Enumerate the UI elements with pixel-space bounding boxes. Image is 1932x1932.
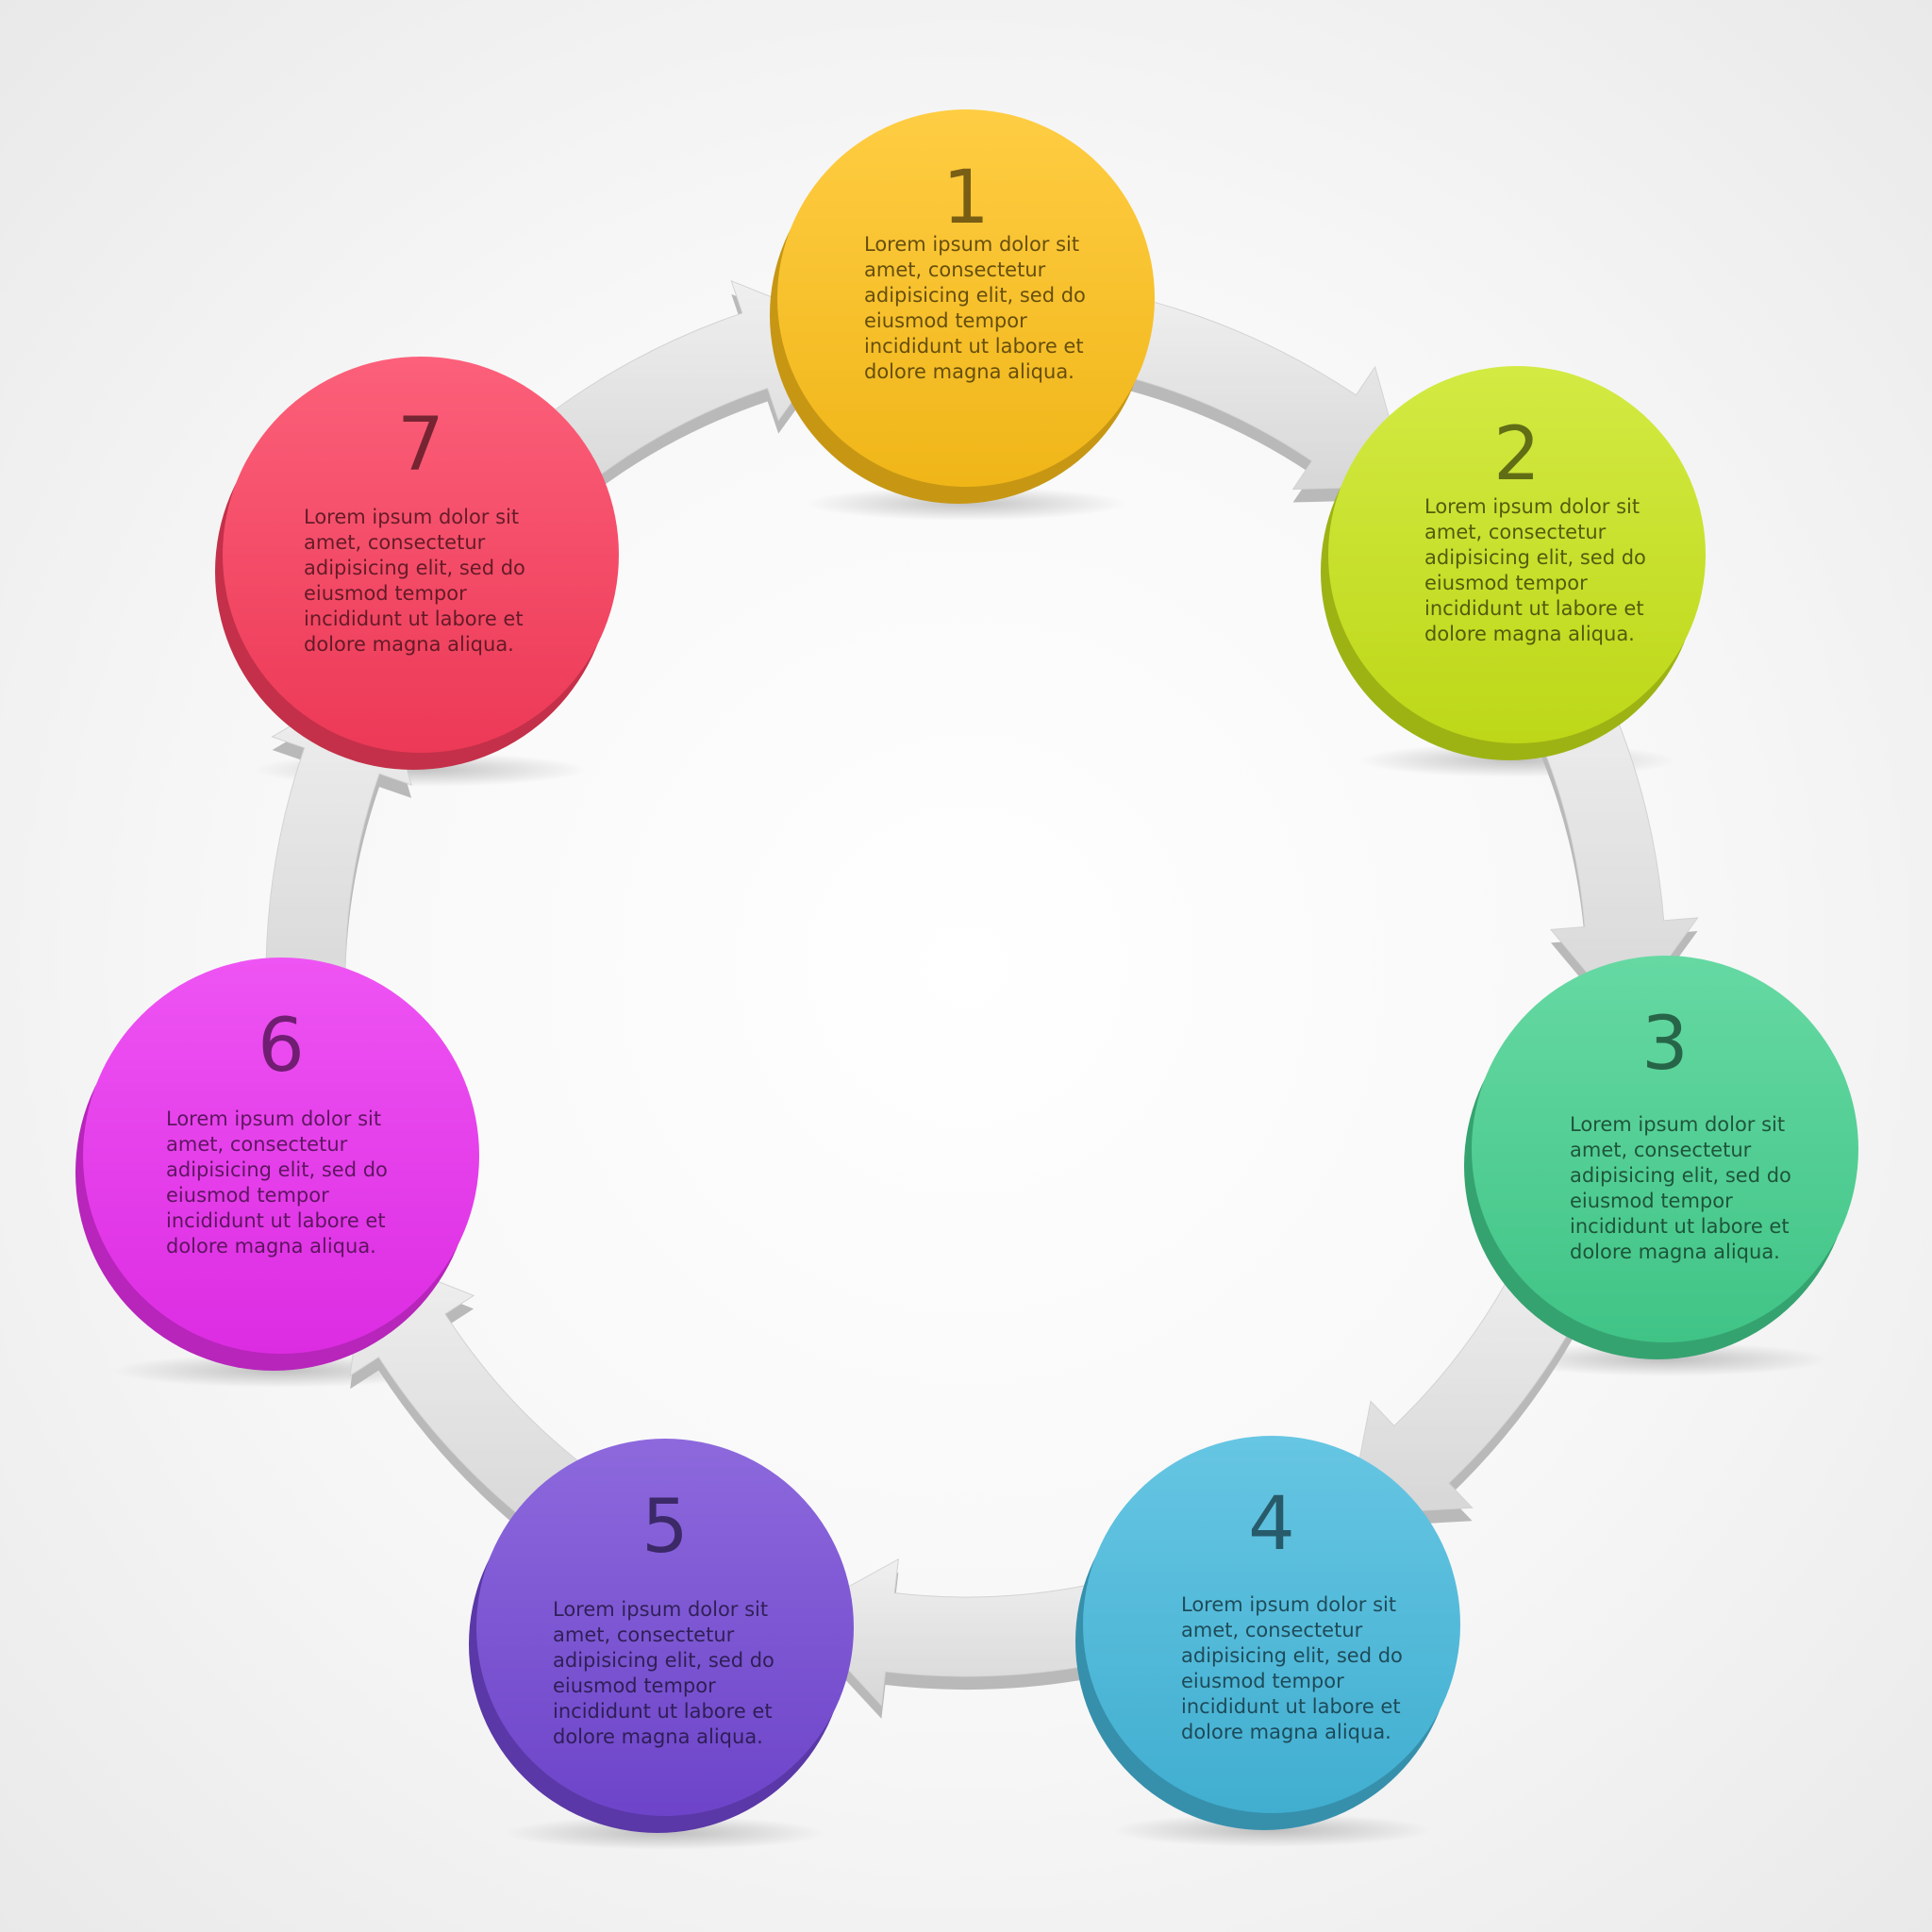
step-shadow [806,487,1126,521]
step-description-line: adipisicing elit, sed do [166,1158,388,1181]
step-4-circle [1083,1436,1460,1813]
step-description-line: amet, consectetur [864,258,1046,281]
step-description-line: eiusmod tempor [864,309,1027,332]
step-description-line: dolore magna aliqua. [864,360,1074,383]
step-description-line: eiusmod tempor [304,582,467,605]
step-5-circle [476,1439,854,1816]
step-description-line: eiusmod tempor [1424,572,1588,594]
step-description-line: amet, consectetur [1570,1139,1752,1161]
step-description-line: Lorem ipsum dolor sit [304,506,519,528]
step-description-line: incididunt ut labore et [1424,597,1644,620]
step-description-line: amet, consectetur [553,1624,735,1646]
step-description-line: amet, consectetur [1424,521,1607,543]
step-number: 1 [942,156,990,241]
step-description-line: eiusmod tempor [1570,1190,1733,1212]
step-number: 7 [397,403,444,488]
step-description-line: dolore magna aliqua. [553,1725,763,1748]
step-number: 5 [641,1485,689,1570]
step-description-line: adipisicing elit, sed do [864,284,1086,307]
step-7-circle [223,357,619,753]
step-description-line: incididunt ut labore et [1181,1695,1401,1718]
step-description: Lorem ipsum dolor sit amet, consectetur ad… [1424,495,1646,645]
step-number: 3 [1641,1002,1689,1087]
connector-arrows [265,279,1699,1719]
connector-arrow-tint [1090,291,1408,490]
step-number: 2 [1493,412,1541,497]
step-description-line: adipisicing elit, sed do [1570,1164,1791,1187]
step-description-line: adipisicing elit, sed do [304,557,525,579]
step-1-circle [777,109,1155,487]
step-description-line: eiusmod tempor [1181,1670,1344,1692]
step-description-line: incididunt ut labore et [1570,1215,1790,1238]
connector-arrow-tint [508,280,846,507]
step-description-line: Lorem ipsum dolor sit [553,1598,768,1621]
step-description-line: dolore magna aliqua. [1181,1721,1391,1743]
step-description-line: incididunt ut labore et [864,335,1084,358]
step-3-circle [1472,956,1858,1342]
step-number: 4 [1248,1482,1295,1567]
step-description-line: incididunt ut labore et [166,1209,386,1232]
step-description-line: incididunt ut labore et [553,1700,773,1723]
step-description-line: Lorem ipsum dolor sit [1424,495,1640,518]
step-description-line: dolore magna aliqua. [1570,1241,1780,1263]
step-shadow [505,1816,825,1850]
step-description-line: amet, consectetur [304,531,486,554]
step-description-line: eiusmod tempor [553,1674,716,1697]
step-description-line: incididunt ut labore et [304,608,524,630]
step-description-line: dolore magna aliqua. [304,633,514,656]
step-description-line: adipisicing elit, sed do [1424,546,1646,569]
step-description-line: dolore magna aliqua. [166,1235,376,1257]
connector-arrow-tint [1523,668,1698,1019]
step-description-line: amet, consectetur [166,1133,348,1156]
step-description: Lorem ipsum dolor sit amet, consectetur ad… [304,506,525,656]
step-number: 6 [258,1004,305,1089]
step-description-line: adipisicing elit, sed do [553,1649,774,1672]
step-shadow [1500,1342,1830,1376]
step-description: Lorem ipsum dolor sit amet, consectetur ad… [1181,1593,1403,1743]
step-shadow [1111,1813,1432,1847]
step-6-circle [83,958,479,1354]
step-description-line: dolore magna aliqua. [1424,623,1635,645]
step-description-line: Lorem ipsum dolor sit [864,233,1079,256]
step-description-line: eiusmod tempor [166,1184,329,1207]
step-description-line: Lorem ipsum dolor sit [1570,1113,1785,1136]
step-2-circle [1328,366,1706,743]
step-description-line: Lorem ipsum dolor sit [1181,1593,1396,1616]
step-description-line: adipisicing elit, sed do [1181,1644,1403,1667]
connector-arrow-tint [797,1558,1139,1706]
step-description: Lorem ipsum dolor sit amet, consectetur ad… [1570,1113,1791,1263]
step-description-line: amet, consectetur [1181,1619,1363,1641]
connector-arrow-tint [350,1253,602,1543]
step-description-line: Lorem ipsum dolor sit [166,1108,381,1130]
step-description: Lorem ipsum dolor sit amet, consectetur ad… [553,1598,774,1748]
